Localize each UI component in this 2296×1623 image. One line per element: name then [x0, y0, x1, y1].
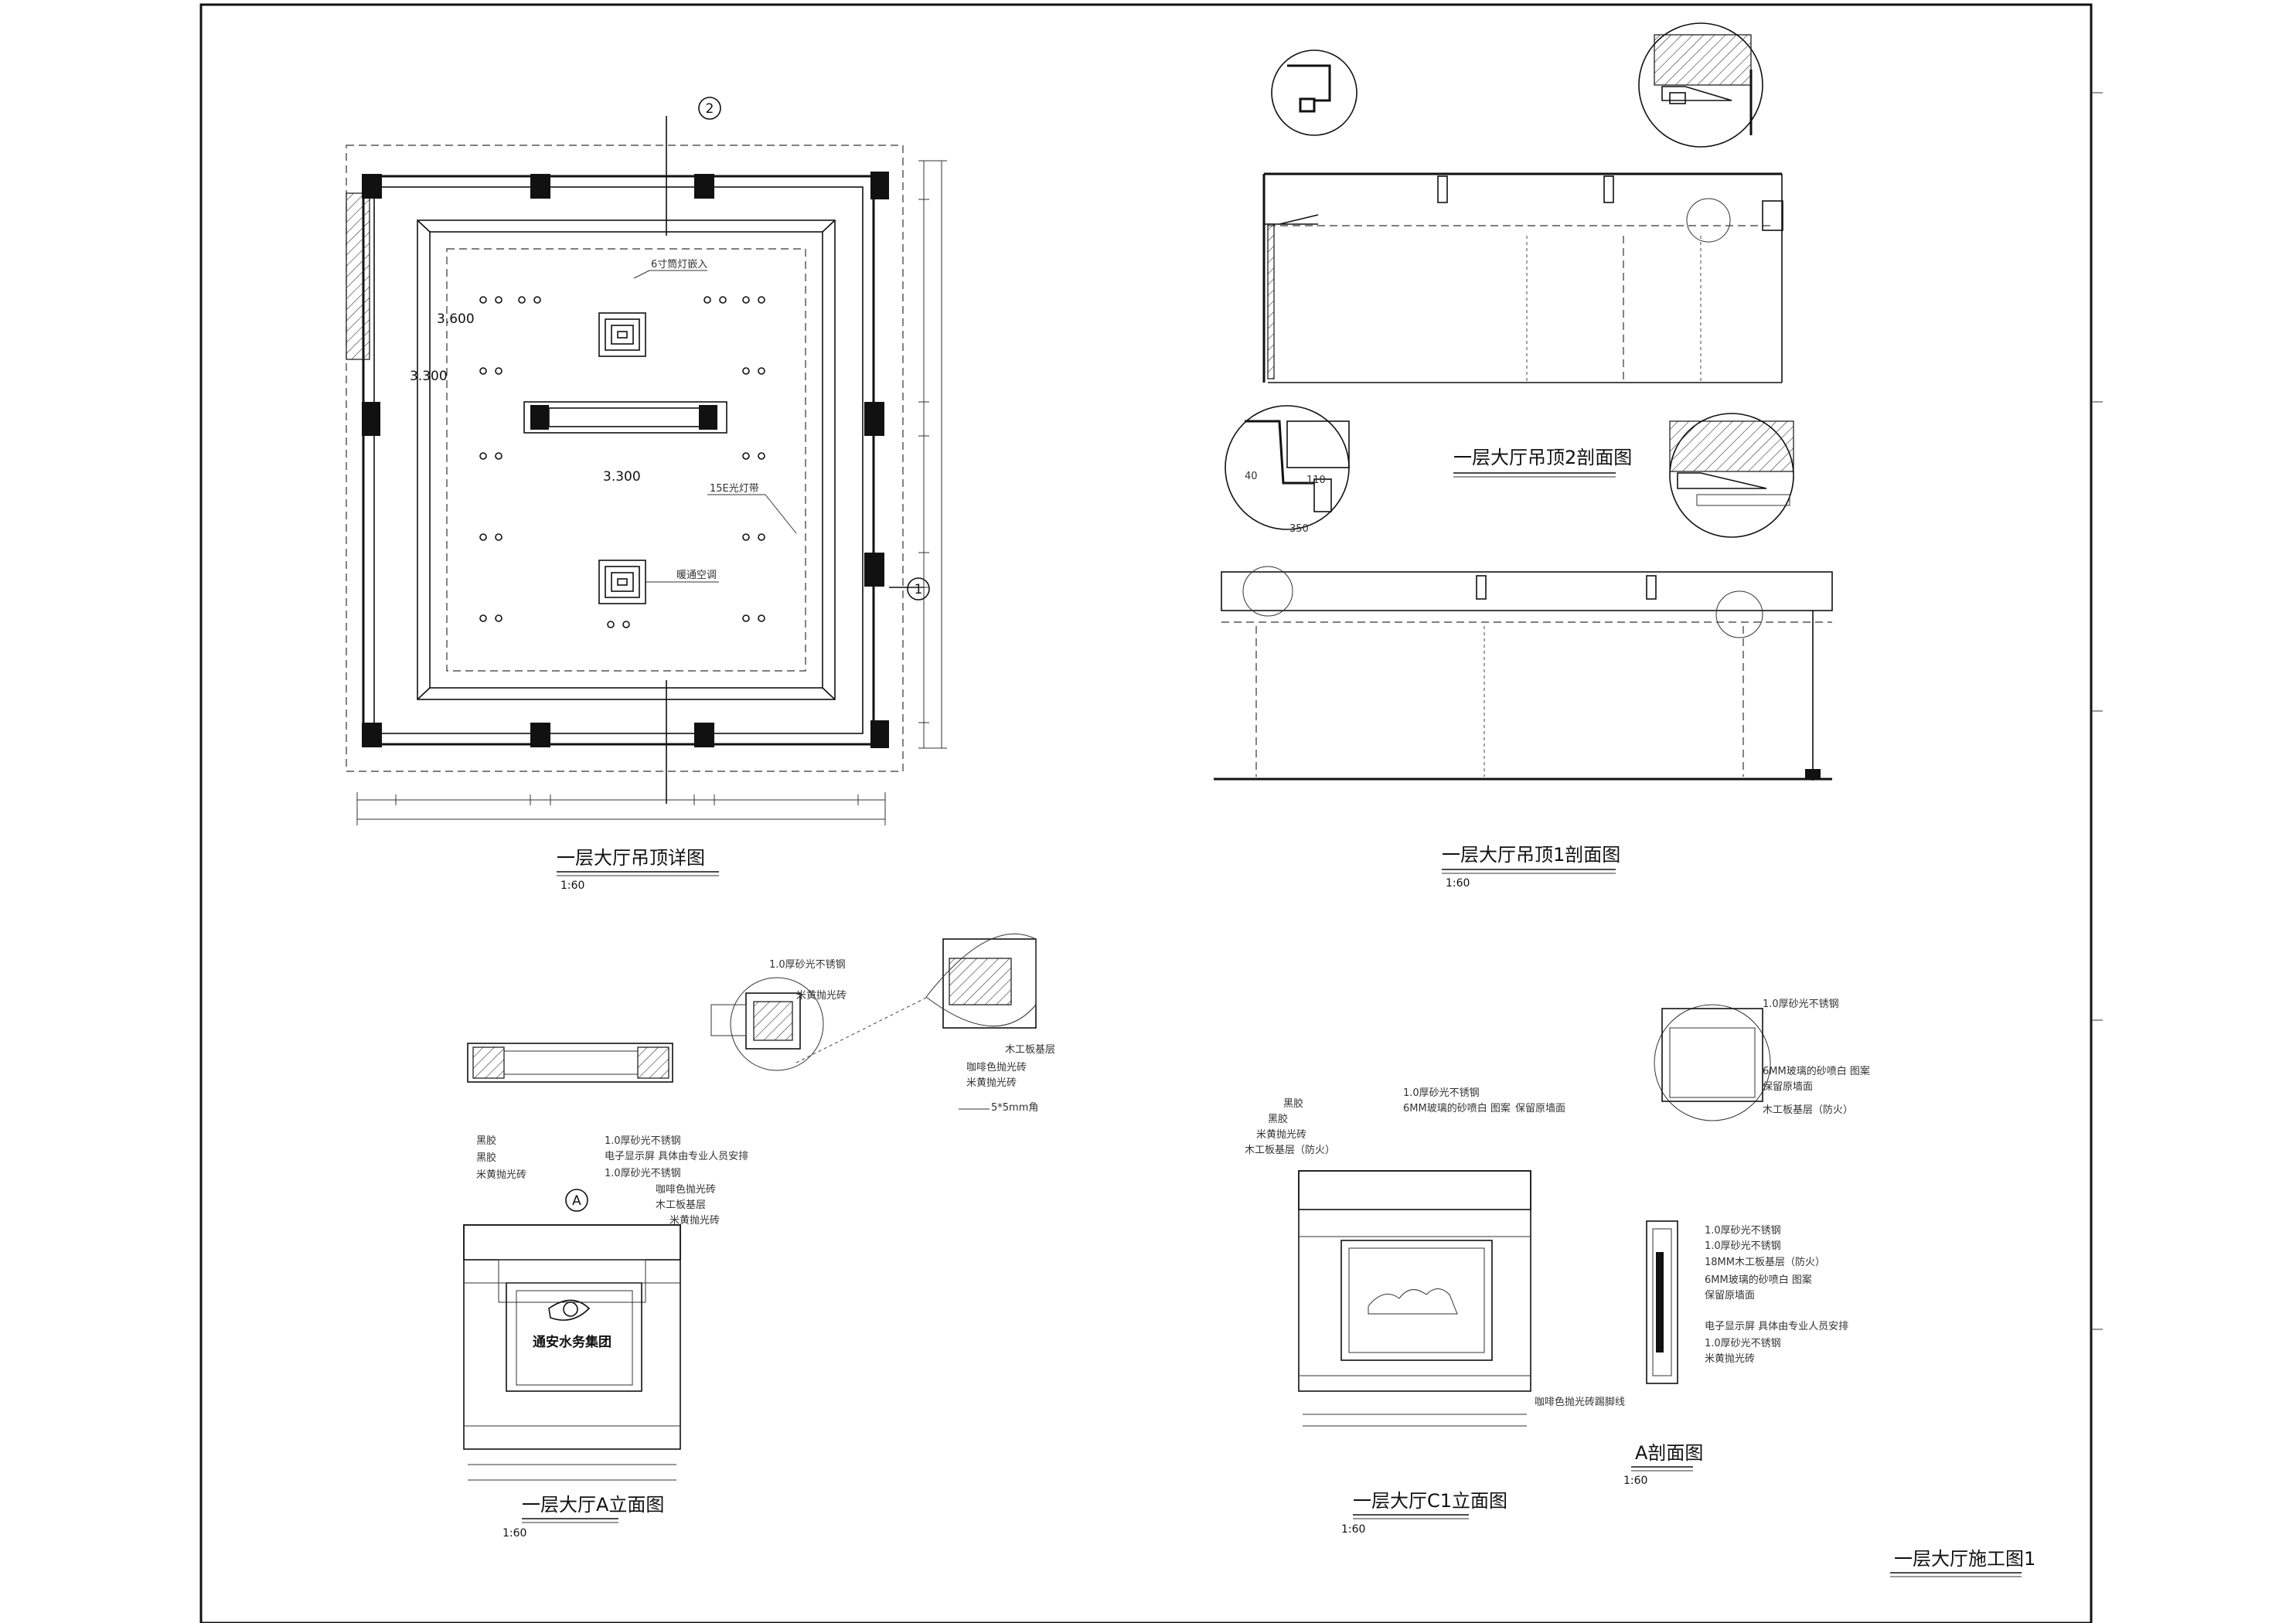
c1-note-top-2: 6MM玻璃的砂喷白 图案	[1403, 1102, 1511, 1114]
ceiling-section-1: 40 110 350 一层大厅吊顶1剖面图 1:60	[1214, 405, 1833, 890]
elev-a-title: 一层大厅A立面图	[522, 1494, 664, 1516]
section1-scale: 1:60	[1446, 877, 1470, 890]
column-detail: 1.0厚砂光不锈钢 米黄抛光砖 木工板基层 咖啡色抛光砖 米黄抛光砖 5*5mm…	[467, 933, 1055, 1114]
elev-a-scale: 1:60	[502, 1527, 526, 1540]
sa-side-note-3: 18MM木工板基层（防火）	[1705, 1256, 1825, 1268]
elevation-a: 通安水务集团 A 黑胶 黑胶 米黄抛光砖 1.0厚砂光不锈钢 电子显示屏 具体由…	[463, 1135, 748, 1540]
grid-label-right: 1	[915, 582, 923, 597]
plan-note-lightband: 15E光灯带	[710, 483, 759, 495]
detail-note-tile: 米黄抛光砖	[796, 990, 847, 1002]
detail-note-beige: 米黄抛光砖	[966, 1077, 1017, 1089]
sa-side-note-7: 1.0厚砂光不锈钢	[1705, 1338, 1781, 1349]
plan-title: 一层大厅吊顶详图	[557, 847, 705, 869]
plan-columns	[362, 172, 889, 748]
sa-side-note-1: 1.0厚砂光不锈钢	[1705, 1225, 1781, 1237]
sheet-title: 一层大厅施工图1	[1894, 1548, 2035, 1570]
detail-note-angle: 5*5mm角	[991, 1102, 1038, 1114]
c1-note-left-1: 黑胶	[1283, 1097, 1303, 1110]
logo-mark	[548, 1299, 591, 1321]
c1-note-left-3: 米黄抛光砖	[1256, 1129, 1306, 1141]
elev-c1-title: 一层大厅C1立面图	[1353, 1490, 1507, 1512]
elev-c1-scale: 1:60	[1341, 1523, 1365, 1536]
elev-a-note-2: 黑胶	[476, 1152, 496, 1164]
grid-bubble-2	[698, 97, 721, 120]
sheet-border	[199, 3, 2093, 1623]
c1-note-top-3: 保留原墙面	[1515, 1103, 1565, 1114]
right-margin-ticks	[2091, 92, 2103, 1330]
section-a-title: A剖面图	[1635, 1442, 1703, 1464]
detail-note-board: 木工板基层	[1005, 1044, 1055, 1056]
sa-side-note-2: 1.0厚砂光不锈钢	[1705, 1240, 1781, 1252]
plan-level-1: 3.600	[437, 311, 475, 327]
elev-a-note-7: 咖啡色抛光砖	[656, 1183, 716, 1196]
elev-a-note-1: 黑胶	[476, 1135, 496, 1147]
grid-label-top: 2	[706, 101, 714, 117]
grid-bubble-1	[907, 577, 930, 601]
sa-top-note-1: 1.0厚砂光不锈钢	[1763, 999, 1839, 1010]
detail-note-coffee: 咖啡色抛光砖	[966, 1061, 1027, 1073]
ceiling-section-2: 一层大厅吊顶2剖面图	[1262, 22, 1783, 478]
sa-top-note-4: 木工板基层（防火）	[1763, 1104, 1853, 1116]
downlights	[479, 296, 765, 628]
c1-note-left-2: 黑胶	[1268, 1113, 1288, 1125]
plan-scale: 1:60	[560, 880, 584, 892]
c1-note-top-1: 1.0厚砂光不锈钢	[1403, 1087, 1480, 1099]
detail-note-steel: 1.0厚砂光不锈钢	[769, 959, 846, 971]
sa-side-note-4: 6MM玻璃的砂喷白 图案	[1705, 1274, 1812, 1286]
section-a: 1.0厚砂光不锈钢 6MM玻璃的砂喷白 图案 保留原墙面 木工板基层（防火） 1…	[1623, 999, 1870, 1487]
plan-level-3: 3.300	[603, 469, 641, 485]
elev-a-tag: A	[572, 1193, 581, 1209]
plan-dimensions	[356, 160, 947, 825]
section1-title: 一层大厅吊顶1剖面图	[1442, 844, 1620, 866]
plan-note-ac: 暖通空调	[676, 570, 717, 581]
ac-diffuser-bottom	[598, 560, 646, 604]
elevation-c1: 黑胶 黑胶 米黄抛光砖 木工板基层（防火） 1.0厚砂光不锈钢 6MM玻璃的砂喷…	[1245, 1087, 1625, 1536]
sa-side-note-8: 米黄抛光砖	[1705, 1353, 1755, 1365]
elev-a-note-8: 木工板基层	[656, 1199, 706, 1211]
section2-title: 一层大厅吊顶2剖面图	[1453, 447, 1632, 468]
ac-diffuser-top	[598, 312, 646, 357]
ceiling-plan: 2 1 3.600 3.300 3.300 6寸筒灯嵌入 15E光灯带 暖通空调…	[346, 97, 947, 892]
sa-top-note-2: 6MM玻璃的砂喷白 图案	[1763, 1065, 1870, 1077]
section1-dim-110: 110	[1306, 475, 1326, 486]
section1-dim-350: 350	[1289, 523, 1309, 535]
section1-dim-40: 40	[1245, 471, 1258, 482]
plan-note-downlight: 6寸筒灯嵌入	[651, 258, 707, 270]
elev-a-note-6: 1.0厚砂光不锈钢	[605, 1168, 681, 1179]
sa-side-note-6: 电子显示屏 具体由专业人员安排	[1705, 1321, 1848, 1332]
elev-a-logo: 通安水务集团	[533, 1334, 611, 1350]
c1-note-bottom: 咖啡色抛光砖踢脚线	[1535, 1396, 1625, 1408]
elev-a-note-3: 米黄抛光砖	[476, 1169, 526, 1181]
sa-top-note-3: 保留原墙面	[1763, 1081, 1813, 1093]
elev-a-note-5: 电子显示屏 具体由专业人员安排	[605, 1151, 748, 1162]
elev-a-note-9: 米黄抛光砖	[669, 1215, 720, 1227]
sa-side-note-5: 保留原墙面	[1705, 1290, 1755, 1301]
elev-a-note-4: 1.0厚砂光不锈钢	[605, 1135, 681, 1147]
plan-level-2: 3.300	[410, 369, 448, 384]
c1-note-left-4: 木工板基层（防火）	[1245, 1144, 1335, 1156]
section-a-scale: 1:60	[1623, 1475, 1647, 1487]
